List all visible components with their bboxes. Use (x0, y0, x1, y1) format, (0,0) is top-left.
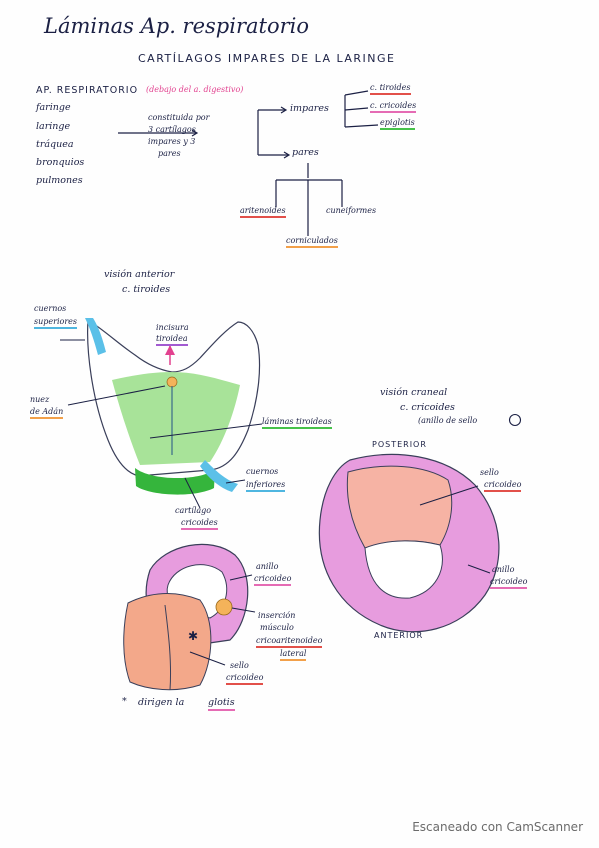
outline-heading: AP. RESPIRATORIO (36, 85, 139, 96)
outline-tree-lines (118, 90, 379, 236)
description-line: constituida por (148, 113, 210, 122)
organ-item: tráquea (36, 139, 74, 150)
seal-symbol-icon (508, 413, 522, 427)
label-seal: sello (480, 468, 499, 477)
label-inferior-horns: cuernos (246, 467, 279, 476)
label-seal: cricoideo (484, 481, 522, 492)
scanner-watermark: Escaneado con CamScanner (412, 820, 583, 834)
organ-item: pulmones (36, 175, 83, 186)
fig2-title-line: c. cricoides (400, 402, 455, 413)
organ-item: bronquios (36, 157, 85, 168)
impares-item: epiglotis (380, 119, 415, 130)
footnote-word: glotis (208, 698, 235, 711)
outline-heading-note: (debajo del a. digestivo) (146, 85, 244, 94)
organ-item: laringe (36, 121, 71, 132)
impares-item: c. cricoides (370, 102, 417, 113)
label-insertion: inserción (258, 611, 296, 620)
label-cricoid-cartilage: cricoides (181, 519, 218, 530)
label-insertion: músculo (260, 623, 294, 632)
description-line: pares (158, 149, 181, 158)
label-posterior: POSTERIOR (372, 440, 427, 449)
page-title: Láminas Ap. respiratorio (44, 14, 309, 38)
label-superior-horns: cuernos (34, 304, 67, 313)
label-ring: cricoideo (490, 578, 528, 589)
label-insertion: cricoaritenoideo (256, 637, 323, 648)
label-thyroid-notch: tiroidea (156, 335, 188, 346)
label-thyroid-laminae: láminas tiroideas (262, 418, 332, 429)
thyroid-cartilage-drawing (60, 318, 263, 509)
impares-label: impares (290, 103, 329, 114)
impares-item: c. tiroides (370, 84, 411, 95)
cricoid-oblique-drawing: ✱ (123, 543, 256, 691)
label-adams-apple: de Adán (30, 408, 64, 419)
footnote-star: * (122, 696, 127, 707)
description-line: impares y 3 (148, 137, 196, 146)
pares-label: pares (292, 147, 319, 158)
page-subtitle: CARTÍLAGOS IMPARES DE LA LARINGE (138, 52, 396, 65)
label-cricoid-cartilage: cartílago (175, 506, 212, 515)
cricoid-cranial-drawing (318, 453, 500, 633)
pares-item: aritenoides (240, 207, 286, 218)
label-adams-apple: nuez (30, 395, 50, 404)
label-ring-oblique: anillo (256, 562, 279, 571)
label-seal-oblique: cricoideo (226, 674, 264, 685)
label-ring-oblique: cricoideo (254, 575, 292, 586)
label-insertion: lateral (280, 650, 307, 661)
description-line: 3 cartílagos (148, 125, 196, 134)
label-inferior-horns: inferiores (246, 481, 286, 492)
svg-text:✱: ✱ (188, 629, 198, 643)
fig1-title-line: visión anterior (104, 269, 175, 280)
footnote-text: dirigen la (138, 697, 185, 708)
fig2-title-line: visión craneal (380, 387, 448, 398)
label-superior-horns: superiores (34, 318, 77, 329)
label-thyroid-notch: incisura (156, 323, 189, 332)
pares-item: cuneiformes (326, 206, 377, 215)
pares-item: corniculados (286, 237, 338, 248)
organ-item: faringe (36, 102, 71, 113)
label-ring: anillo (492, 565, 515, 574)
fig1-title-line: c. tiroides (122, 284, 171, 295)
label-anterior: ANTERIOR (374, 631, 424, 640)
fig2-title-line: (anillo de sello (418, 416, 478, 425)
label-seal-oblique: sello (230, 661, 249, 670)
